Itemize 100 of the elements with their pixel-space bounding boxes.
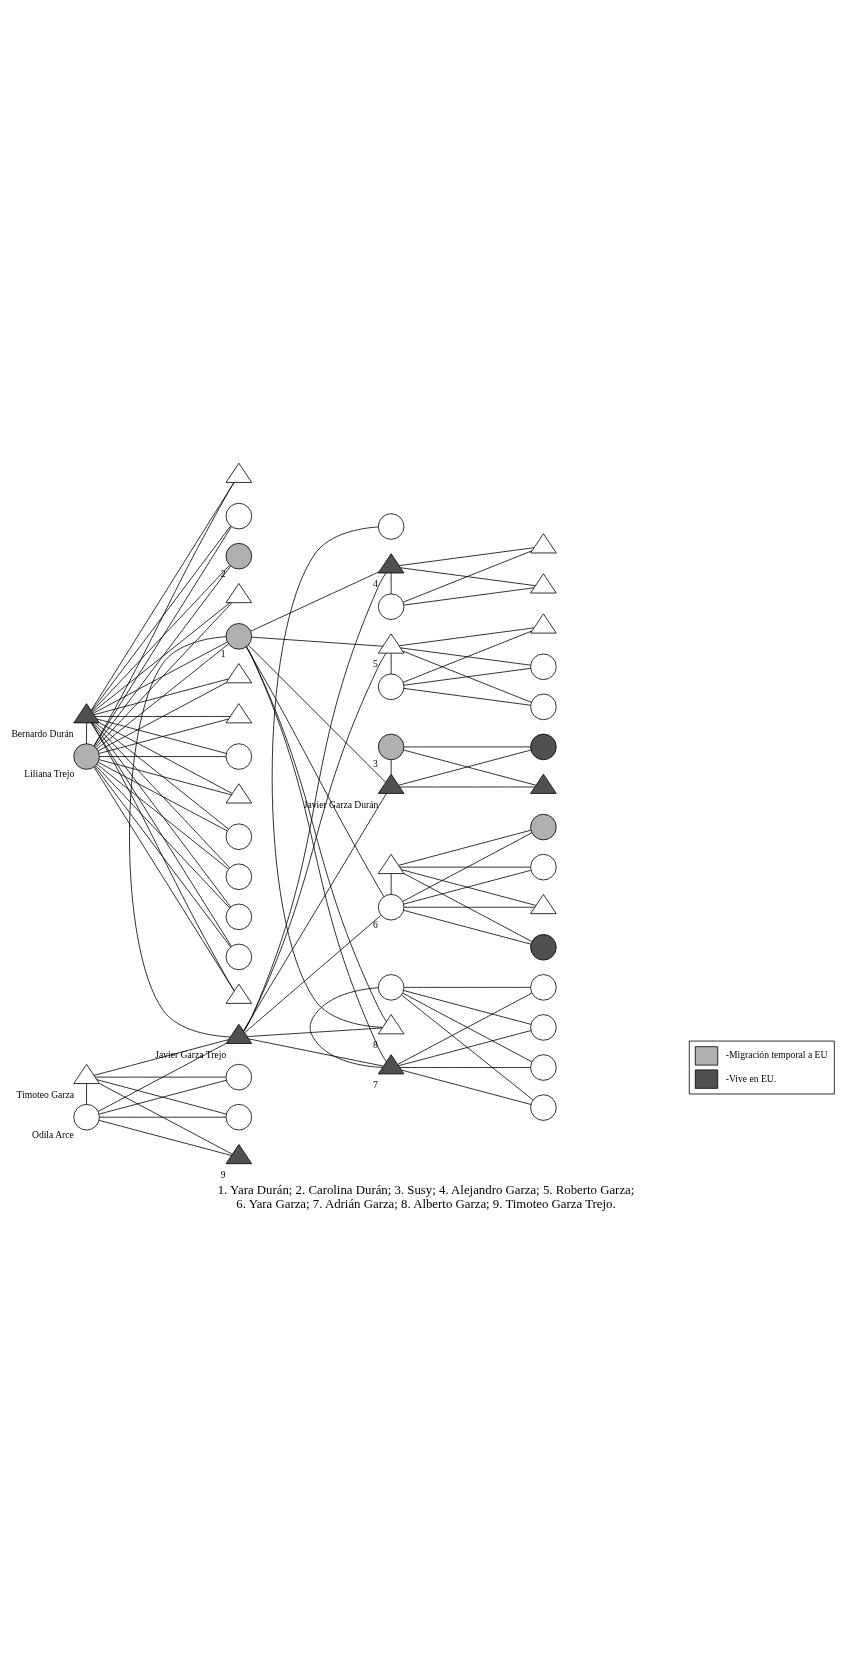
connector	[390, 572, 392, 595]
connector	[399, 1067, 531, 1068]
connector	[95, 722, 229, 830]
connector	[400, 647, 531, 666]
node-triangle	[377, 773, 405, 794]
connector	[97, 1043, 227, 1112]
connector	[403, 906, 536, 908]
connector	[402, 832, 533, 902]
node-triangle	[530, 894, 557, 915]
node-label: 4	[373, 578, 378, 590]
node-triangle	[225, 783, 253, 804]
connector	[97, 761, 228, 832]
connector	[401, 994, 534, 1101]
connector	[98, 1119, 232, 1156]
connector	[403, 873, 533, 942]
connector	[96, 763, 229, 870]
node-triangle	[73, 1063, 100, 1084]
node-label: Bernardo Durán	[11, 727, 74, 739]
node-label: 3	[373, 758, 378, 770]
node-circle	[225, 542, 253, 570]
connector	[93, 766, 235, 992]
node-circle	[530, 934, 557, 961]
connector	[96, 643, 229, 750]
node-triangle	[530, 533, 557, 554]
connector	[129, 636, 231, 1038]
node-circle	[530, 974, 557, 1001]
connector	[93, 722, 230, 869]
connector	[402, 650, 532, 703]
connector	[97, 682, 227, 752]
connector	[92, 602, 231, 713]
connector	[99, 1083, 233, 1155]
connector	[246, 1027, 383, 1037]
connector	[403, 746, 531, 748]
node-circle	[225, 502, 253, 530]
node-circle	[377, 593, 405, 620]
connector	[94, 766, 231, 948]
connector	[86, 722, 87, 745]
node-triangle	[225, 583, 253, 604]
connector	[99, 1116, 227, 1118]
node-circle	[530, 813, 557, 841]
node-circle	[73, 743, 100, 770]
node-triangle	[530, 773, 557, 794]
connector	[251, 636, 384, 647]
node-triangle	[377, 853, 405, 874]
connector	[93, 482, 235, 747]
node-label: Liliana Trejo	[24, 768, 75, 780]
connector	[403, 990, 532, 1025]
node-circle	[73, 1104, 100, 1131]
connector	[244, 915, 382, 1034]
connector	[403, 587, 535, 606]
connector	[309, 987, 383, 1068]
connector	[400, 1069, 532, 1105]
legend-label: -Migración temporal a EU	[725, 1049, 828, 1061]
connector	[390, 873, 392, 895]
node-circle	[225, 823, 253, 850]
node-circle	[377, 974, 405, 1001]
connector	[403, 667, 532, 686]
node-circle	[225, 1063, 253, 1091]
node-circle	[530, 653, 557, 680]
node-triangle	[530, 573, 557, 594]
connector	[248, 644, 386, 783]
node-label: 7	[373, 1079, 378, 1091]
connector	[93, 1039, 229, 1076]
node-circle	[377, 673, 405, 701]
node-triangle	[225, 703, 253, 724]
node-circle	[225, 743, 253, 770]
node-circle	[530, 693, 557, 721]
node-triangle	[73, 703, 100, 724]
node-label: Javier Garza Trejo	[155, 1048, 227, 1060]
connector	[248, 1038, 384, 1067]
connector	[250, 571, 380, 632]
node-triangle	[225, 663, 253, 684]
node-triangle	[377, 1014, 405, 1035]
connector	[398, 1030, 532, 1067]
node-circle	[225, 903, 253, 931]
legend-label: -Vive en EU.	[725, 1072, 777, 1084]
connector	[92, 641, 228, 714]
node-circle	[377, 513, 405, 540]
node-label: Odila Arce	[31, 1128, 74, 1140]
node-triangle	[377, 633, 405, 654]
connector	[402, 630, 533, 683]
connector	[93, 526, 232, 747]
caption: 1. Yara Durán; 2. Carolina Durán; 3. Susy; 4. Alejandro Garza; 5. Roberto Garza; 6. Yara Garza; 7. Adrián Garza; 8. Alberto Garza; 9. Timoteo Garza Trejo.	[217, 1182, 635, 1212]
connector	[94, 1076, 227, 1078]
node-label: 9	[220, 1168, 226, 1180]
node-label: 5	[373, 658, 378, 670]
connector	[390, 759, 392, 775]
node-circle	[530, 733, 557, 761]
connector	[398, 829, 532, 866]
connector	[399, 786, 536, 788]
connector	[398, 627, 535, 647]
connector	[403, 986, 531, 988]
connector	[402, 550, 533, 603]
node-label: 6	[373, 918, 378, 930]
connector	[91, 564, 230, 712]
node-circle	[530, 1094, 557, 1121]
connector	[93, 678, 229, 716]
node-label: 8	[373, 1038, 378, 1050]
node-triangle	[377, 553, 405, 574]
node-triangle	[225, 1023, 253, 1044]
